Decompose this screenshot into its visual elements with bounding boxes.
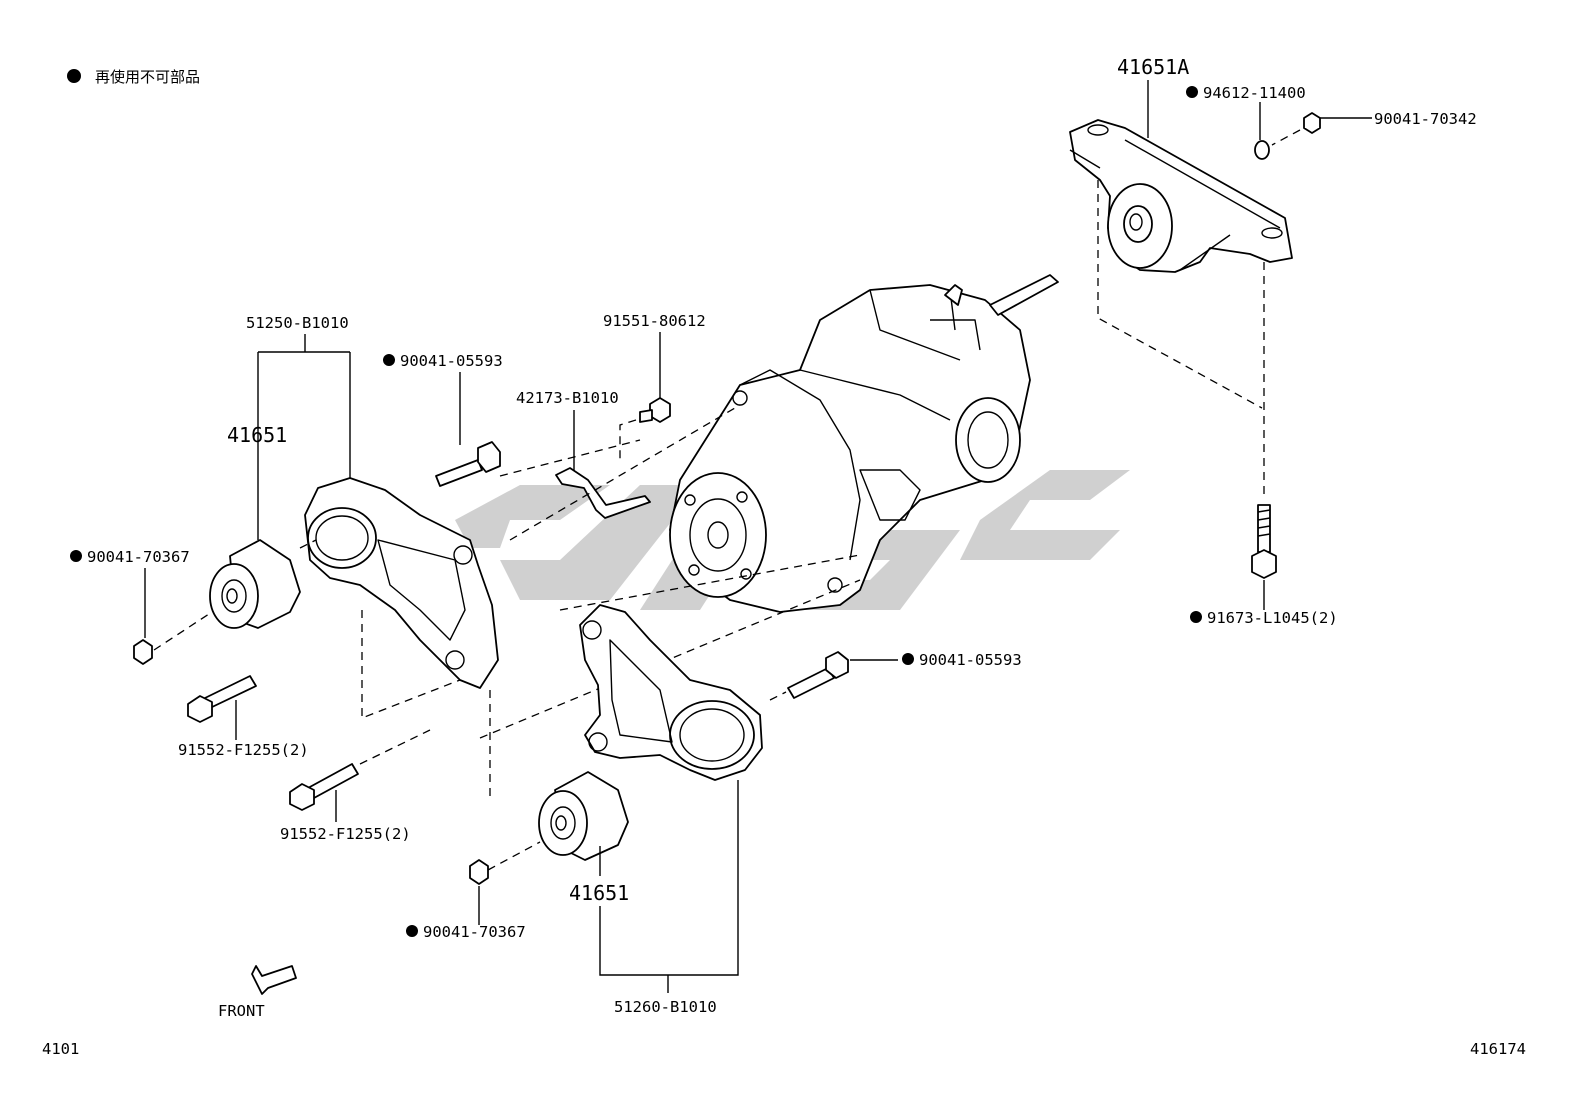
label-41651-bottom: 41651 [569,881,629,905]
label-90041-70342: 90041-70342 [1374,110,1477,128]
bolt-91551-80612 [639,397,671,423]
front-mount-arm-51250 [304,477,499,689]
bracket-42173 [555,467,651,519]
label-91551-80612: 91551-80612 [603,312,706,330]
label-42173-B1010: 42173-B1010 [516,389,619,407]
label-91552-F1255-a: 91552-F1255(2) [178,741,309,759]
non-reusable-bullet-icon [383,354,395,366]
front-label: FRONT [218,1002,265,1020]
differential-assembly [669,274,1059,613]
label-91552-F1255-b: 91552-F1255(2) [280,825,411,843]
footer-right-code: 416174 [1470,1040,1526,1058]
non-reusable-bullet-icon [70,550,82,562]
legend: 再使用不可部品 [67,68,200,86]
nut-90041-70367-left [133,639,153,665]
label-51250-B1010: 51250-B1010 [246,314,349,332]
non-reusable-bullet-icon [902,653,914,665]
label-91673-L1045: 91673-L1045(2) [1207,609,1338,627]
bolt-91552-F1255-b [289,763,359,811]
label-41651-left: 41651 [227,423,287,447]
dash-guide-center2 [559,554,861,611]
non-reusable-bullet-icon [1186,86,1198,98]
label-90041-05593-right: 90041-05593 [919,651,1022,669]
front-arrow-icon [251,965,297,995]
bolt-91673-L1045 [1251,504,1277,579]
dash-guide-center3 [479,579,861,739]
non-reusable-bullet-icon [67,69,81,83]
legend-note: 再使用不可部品 [95,68,200,86]
label-94612-11400: 94612-11400 [1203,84,1306,102]
dash-line [769,691,787,701]
label-90041-70367-bottom: 90041-70367 [423,923,526,941]
label-90041-05593-top: 90041-05593 [400,352,503,370]
rear-mount-bracket-41651A [1069,119,1293,273]
washer-94612 [1254,140,1270,160]
dash-line [1271,129,1301,146]
bushing-41651-bottom [538,771,629,861]
nut-90041-70342 [1303,112,1321,134]
nut-90041-70367-bottom [469,859,489,885]
bolt-90041-05593-right [787,651,849,699]
bolt-91552-F1255-a [187,675,257,723]
non-reusable-bullet-icon [1190,611,1202,623]
dash-line [359,729,431,765]
dash-line [487,841,541,871]
dash-line [619,419,637,462]
dash-line [153,611,213,651]
label-51260-B1010: 51260-B1010 [614,998,717,1016]
dash-line [299,539,317,549]
bushing-41651-left [209,539,301,629]
dash-guide-left [361,610,491,800]
label-41651A: 41651A [1117,55,1189,79]
leader-51250-bracket [257,334,351,540]
dash-guide-center [499,404,741,541]
non-reusable-bullet-icon [406,925,418,937]
label-90041-70367-left: 90041-70367 [87,548,190,566]
bolt-90041-05593-top [435,441,501,487]
dash-guide-left [1097,180,1263,409]
footer-left-code: 4101 [42,1040,79,1058]
rear-mount-arm-51260 [579,604,763,781]
leader-51260-bracket [599,780,739,993]
